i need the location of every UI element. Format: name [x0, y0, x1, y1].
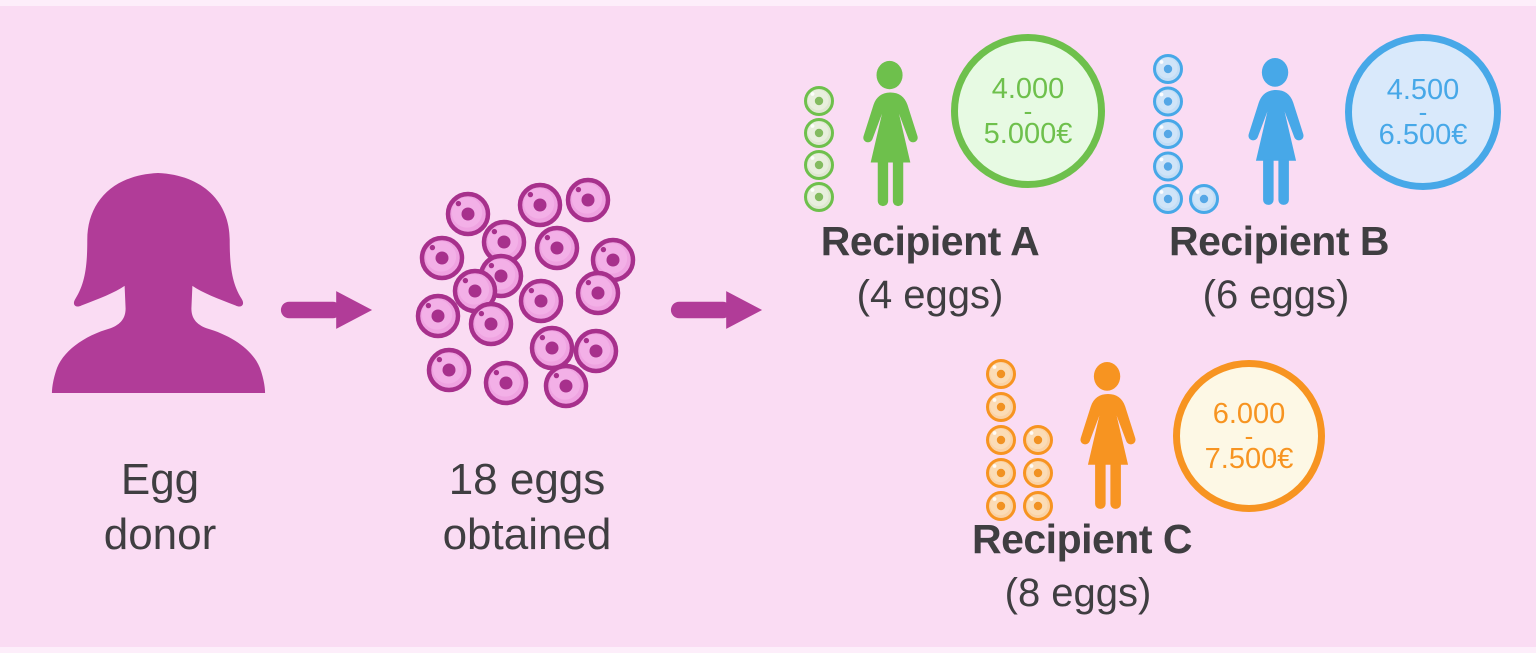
harvest-label-line2: obtained — [442, 510, 612, 559]
egg-icon — [1153, 86, 1183, 117]
egg-icon — [1153, 184, 1183, 214]
egg-donor-label-line2: donor — [103, 510, 217, 559]
egg-icon — [1023, 458, 1053, 488]
egg-icon — [1189, 184, 1219, 214]
price-badge: 4.500 - 6.500€ — [1345, 34, 1501, 190]
recipient-name: Recipient B — [1168, 218, 1390, 264]
egg-icon — [573, 328, 619, 374]
egg-icon — [986, 392, 1016, 422]
woman-icon — [848, 56, 933, 216]
egg-icon — [468, 301, 514, 347]
egg-icon — [452, 268, 498, 314]
recipient-name: Recipient A — [820, 218, 1040, 264]
woman-icon — [1233, 54, 1319, 214]
egg-icon — [415, 293, 461, 339]
egg-stack-icon — [1153, 54, 1219, 214]
egg-icon — [445, 191, 491, 237]
egg-donor-label-line1: Egg — [120, 455, 200, 504]
price-max: 6.500€ — [1378, 118, 1468, 151]
harvest-label: 18 eggs obtained — [377, 452, 677, 562]
price-separator: - — [1244, 420, 1254, 451]
price-min: 6.000 — [1212, 397, 1286, 430]
egg-icon — [419, 235, 465, 281]
egg-icon — [986, 458, 1016, 488]
egg-icon — [483, 360, 529, 406]
recipient-egg-count: (8 eggs) — [1004, 571, 1152, 615]
egg-icon — [986, 359, 1016, 389]
egg-icon — [804, 86, 834, 116]
price-max: 5.000€ — [983, 117, 1073, 150]
egg-icon — [518, 278, 564, 324]
egg-icon — [590, 237, 636, 283]
woman-bust-silhouette-icon — [51, 172, 266, 393]
egg-donor-label: Egg donor — [10, 452, 310, 562]
price-min: 4.500 — [1386, 73, 1460, 106]
price-separator: - — [1023, 95, 1033, 126]
egg-icon — [517, 182, 563, 228]
right-arrow-icon — [278, 287, 375, 333]
egg-icon — [1153, 54, 1183, 84]
egg-icon — [1023, 491, 1053, 521]
recipient-egg-count: (6 eggs) — [1202, 273, 1350, 317]
egg-icon — [986, 425, 1016, 455]
egg-icon — [986, 491, 1016, 521]
egg-icon — [534, 225, 580, 271]
egg-icon — [543, 363, 589, 409]
egg-icon — [529, 325, 575, 371]
egg-icon — [804, 150, 834, 180]
egg-stack-icon — [986, 359, 1053, 521]
top-edge-strip — [0, 0, 1536, 6]
right-arrow-icon — [668, 287, 765, 333]
recipient-egg-count: (4 eggs) — [856, 273, 1004, 317]
price-badge: 6.000 - 7.500€ — [1173, 360, 1325, 512]
bottom-edge-strip — [0, 647, 1536, 653]
egg-icon — [481, 219, 527, 265]
harvest-label-line1: 18 eggs — [448, 455, 606, 504]
price-min: 4.000 — [991, 72, 1065, 105]
price-separator: - — [1418, 96, 1428, 127]
egg-icon — [565, 177, 611, 223]
egg-icon — [1023, 425, 1053, 455]
recipient-name: Recipient C — [971, 516, 1193, 562]
price-max: 7.500€ — [1204, 442, 1294, 475]
egg-icon — [1153, 119, 1183, 149]
egg-cluster-icon — [415, 177, 636, 409]
egg-stack-icon — [804, 86, 834, 212]
egg-icon — [575, 270, 621, 316]
egg-icon — [804, 118, 834, 148]
egg-icon — [1153, 151, 1183, 182]
egg-icon — [804, 182, 834, 212]
price-badge: 4.000 - 5.000€ — [951, 34, 1105, 188]
woman-icon — [1065, 358, 1151, 518]
egg-icon — [426, 347, 472, 393]
